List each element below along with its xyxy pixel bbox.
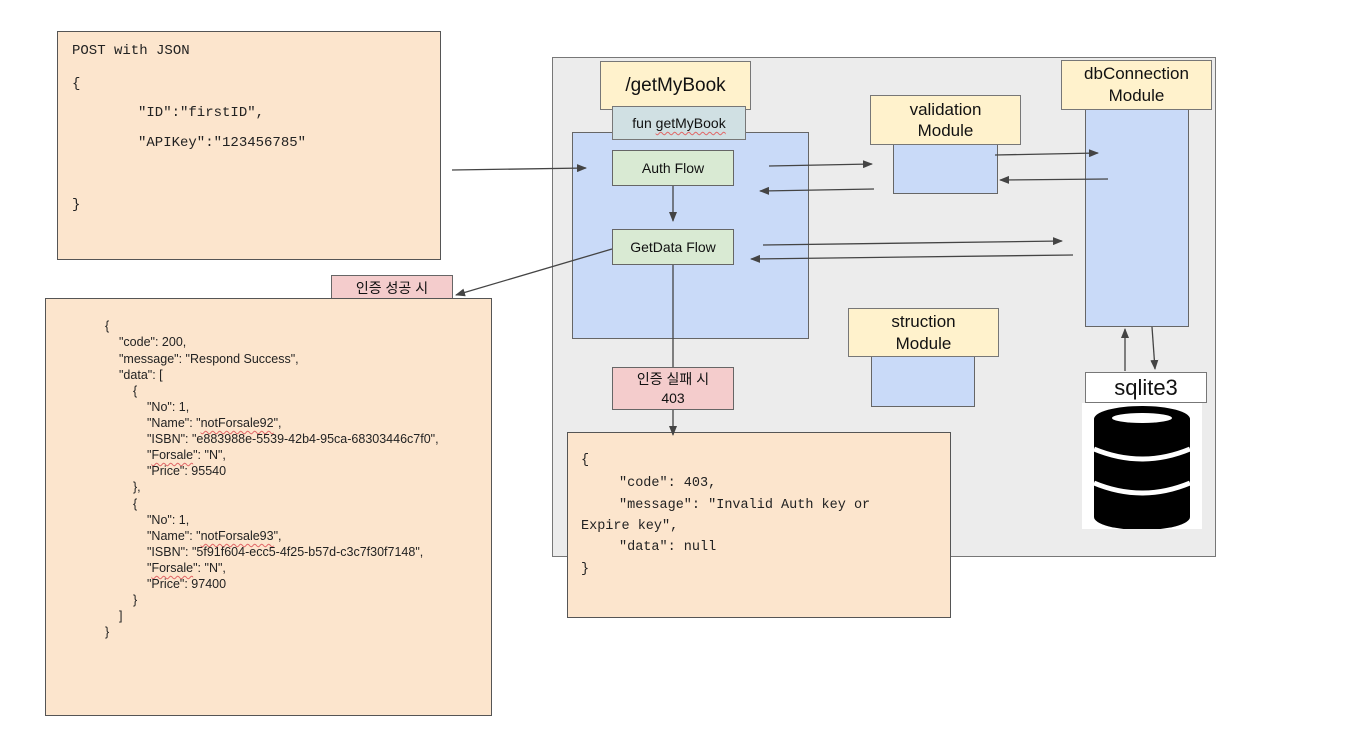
validation-line1: validation (909, 100, 982, 119)
json-line: ] (119, 609, 123, 623)
json-line: "Name": "notForsale93", (147, 529, 282, 543)
json-line: "Name": "notForsale92", (147, 416, 282, 430)
json-line: "Price": 97400 (147, 577, 227, 591)
struction-line1: struction (891, 311, 956, 331)
getdata-flow-label: GetData Flow (630, 239, 716, 255)
db-line1: dbConnection (1084, 64, 1189, 83)
validation-module-body (893, 142, 998, 194)
json-line: "code": 403, (619, 476, 717, 491)
db-module-label: dbConnection Module (1061, 60, 1212, 110)
json-line: "Price": 95540 (147, 464, 227, 478)
db-to-validation-arrow (999, 175, 1109, 184)
json-line: "No": 1, (147, 513, 190, 527)
json-line: "Forsale": "N", (147, 448, 226, 462)
json-line: } (133, 593, 138, 607)
json-line: } (105, 625, 110, 639)
validation-line2: Module (917, 121, 974, 140)
json-line: "ISBN": "5f91f604-ecc5-4f25-b57d-c3c7f30… (147, 545, 424, 559)
json-line: "data": null (619, 540, 717, 555)
validation-to-db-arrow (994, 149, 1099, 158)
function-label: fun getMyBook (612, 106, 746, 140)
struction-module-body (871, 355, 975, 407)
json-line: { (133, 384, 138, 398)
db-line2: Module (1108, 86, 1165, 105)
request-line: "APIKey":"123456785" (138, 135, 307, 151)
json-line: Expire key", (581, 519, 679, 534)
db-to-sqlite-arrow (1150, 326, 1159, 370)
function-prefix: fun (632, 115, 656, 131)
json-line: "No": 1, (147, 400, 190, 414)
json-line: "message": "Invalid Auth key or (619, 498, 871, 513)
endpoint-text: /getMyBook (625, 74, 726, 96)
request-arrow (451, 164, 587, 173)
request-json-box: POST with JSON { "ID":"firstID", "APIKey… (57, 31, 441, 260)
success-response-box: { "code": 200, "message": "Respond Succe… (45, 298, 492, 716)
request-line: { (72, 76, 81, 92)
json-line: "message": "Respond Success", (119, 352, 299, 366)
validation-to-auth-arrow (759, 186, 875, 195)
request-line: } (72, 197, 81, 213)
auth-flow-box: Auth Flow (612, 150, 734, 186)
json-line: "data": [ (119, 368, 163, 382)
json-line: "ISBN": "e883988e-5539-42b4-95ca-6830344… (147, 432, 439, 446)
request-title: POST with JSON (72, 43, 190, 59)
failure-label-text: 인증 실패 시 (636, 370, 710, 387)
sqlite-text: sqlite3 (1114, 374, 1178, 400)
json-line: { (105, 319, 110, 333)
getdata-flow-box: GetData Flow (612, 229, 734, 265)
database-icon (1082, 403, 1202, 530)
struction-line2: Module (895, 333, 952, 353)
failure-code: 403 (661, 389, 685, 406)
sqlite-label: sqlite3 (1085, 372, 1207, 403)
json-line: { (581, 453, 590, 468)
json-line: } (581, 562, 590, 577)
failure-response-box: { "code": 403, "message": "Invalid Auth … (567, 432, 951, 618)
success-arrow (455, 248, 613, 297)
request-line: "ID":"firstID", (138, 105, 265, 121)
success-label-text: 인증 성공 시 (355, 279, 429, 296)
struction-module-label: struction Module (848, 308, 999, 357)
auth-flow-label: Auth Flow (641, 160, 705, 176)
getdata-to-db-arrow (762, 237, 1063, 246)
function-name: getMyBook (655, 115, 726, 131)
json-line: { (133, 497, 138, 511)
json-line: "Forsale": "N", (147, 561, 226, 575)
failure-label: 인증 실패 시 403 (612, 367, 734, 410)
json-line: }, (133, 480, 141, 494)
db-module-body (1085, 104, 1189, 327)
auth-to-validation-arrow (768, 160, 873, 169)
validation-module-label: validation Module (870, 95, 1021, 145)
json-line: "code": 200, (119, 335, 187, 349)
db-to-getdata-arrow (750, 254, 1074, 263)
